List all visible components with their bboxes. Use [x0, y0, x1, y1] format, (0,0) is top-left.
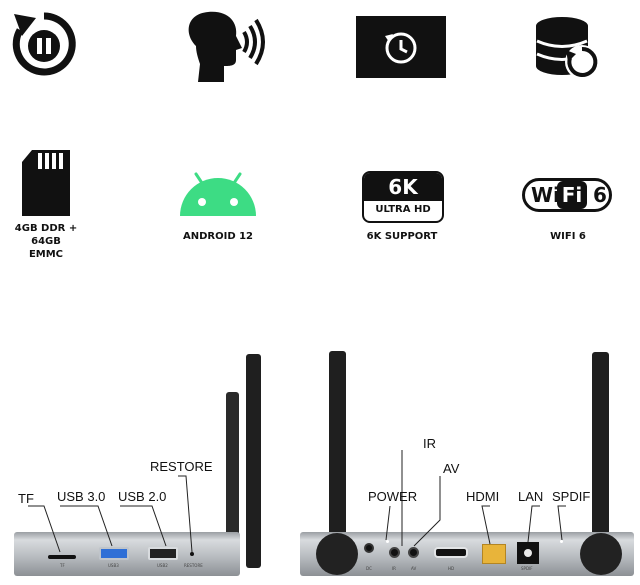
front-antenna-tall [246, 354, 261, 568]
av-label: AV [443, 461, 460, 476]
usb3-port [99, 547, 129, 560]
6k-badge-top: 6K [364, 173, 442, 201]
android-icon [180, 172, 256, 216]
spdif-port [517, 542, 539, 564]
usb3-label: USB 3.0 [57, 489, 106, 504]
spdif-label: SPDIF [552, 489, 591, 504]
restore-button [190, 552, 194, 556]
back-antenna-left [329, 351, 346, 551]
av-tiny: AV [411, 566, 417, 571]
wifi6-label: WIFI 6 [550, 231, 586, 242]
6k-label: 6K SUPPORT [366, 231, 438, 242]
memory-label-line-2: EMMC [28, 249, 64, 260]
back-led [560, 540, 563, 543]
memory-label: 4GB DDR + 64GB EMMC [0, 222, 92, 261]
usb2-port [148, 547, 178, 560]
memory-label-line1: 4GB DDR + 64GB EMMC [0, 222, 92, 261]
power-led [386, 540, 389, 543]
usb2-tiny: USB2 [157, 563, 168, 568]
wifi6-six: 6 [593, 183, 607, 207]
hdmi-port [434, 547, 468, 558]
timer-screen-icon [356, 16, 446, 78]
tf-slot [48, 555, 76, 559]
ir-tiny: IR [392, 566, 396, 571]
wifi6-icon: Wi Fi 6 [522, 178, 612, 212]
database-restore-icon [536, 17, 599, 79]
hdmi-label: HDMI [466, 489, 500, 504]
usb2-label: USB 2.0 [118, 489, 167, 504]
6k-badge-bottom: ULTRA HD [375, 204, 431, 215]
lan-label: LAN [518, 489, 544, 504]
tf-label: TF [18, 491, 34, 506]
usb3-tiny: USB3 [108, 563, 119, 568]
restore-tiny: RESTORE [184, 563, 203, 568]
tf-tiny: TF [60, 563, 65, 568]
ir-label: IR [423, 436, 436, 451]
dc-tiny: DC [366, 566, 372, 571]
back-antenna-base-right [580, 533, 622, 575]
av-port [408, 547, 419, 558]
hd-tiny: HD [448, 566, 455, 571]
android-label: ANDROID 12 [182, 231, 254, 242]
spdif-port-inner [524, 549, 532, 557]
memory-label-line-1: 4GB DDR + 64GB [14, 223, 78, 247]
back-antenna-base-left [316, 533, 358, 575]
6k-badge-icon: 6K ULTRA HD [362, 171, 444, 223]
ir-port [389, 547, 400, 558]
lan-port [482, 544, 506, 564]
restore-label: RESTORE [150, 459, 213, 474]
memory-card-icon [22, 150, 70, 216]
pause-replay-icon [12, 12, 76, 76]
wifi6-fi: Fi [557, 181, 587, 209]
voice-control-icon [188, 11, 265, 82]
front-antenna-short [226, 392, 239, 568]
spdif-tiny: SPDIF [521, 566, 533, 571]
power-label: POWER [368, 489, 418, 504]
back-antenna-right [592, 352, 609, 552]
dc-port [364, 543, 374, 553]
wifi6-wi: Wi [531, 183, 560, 207]
